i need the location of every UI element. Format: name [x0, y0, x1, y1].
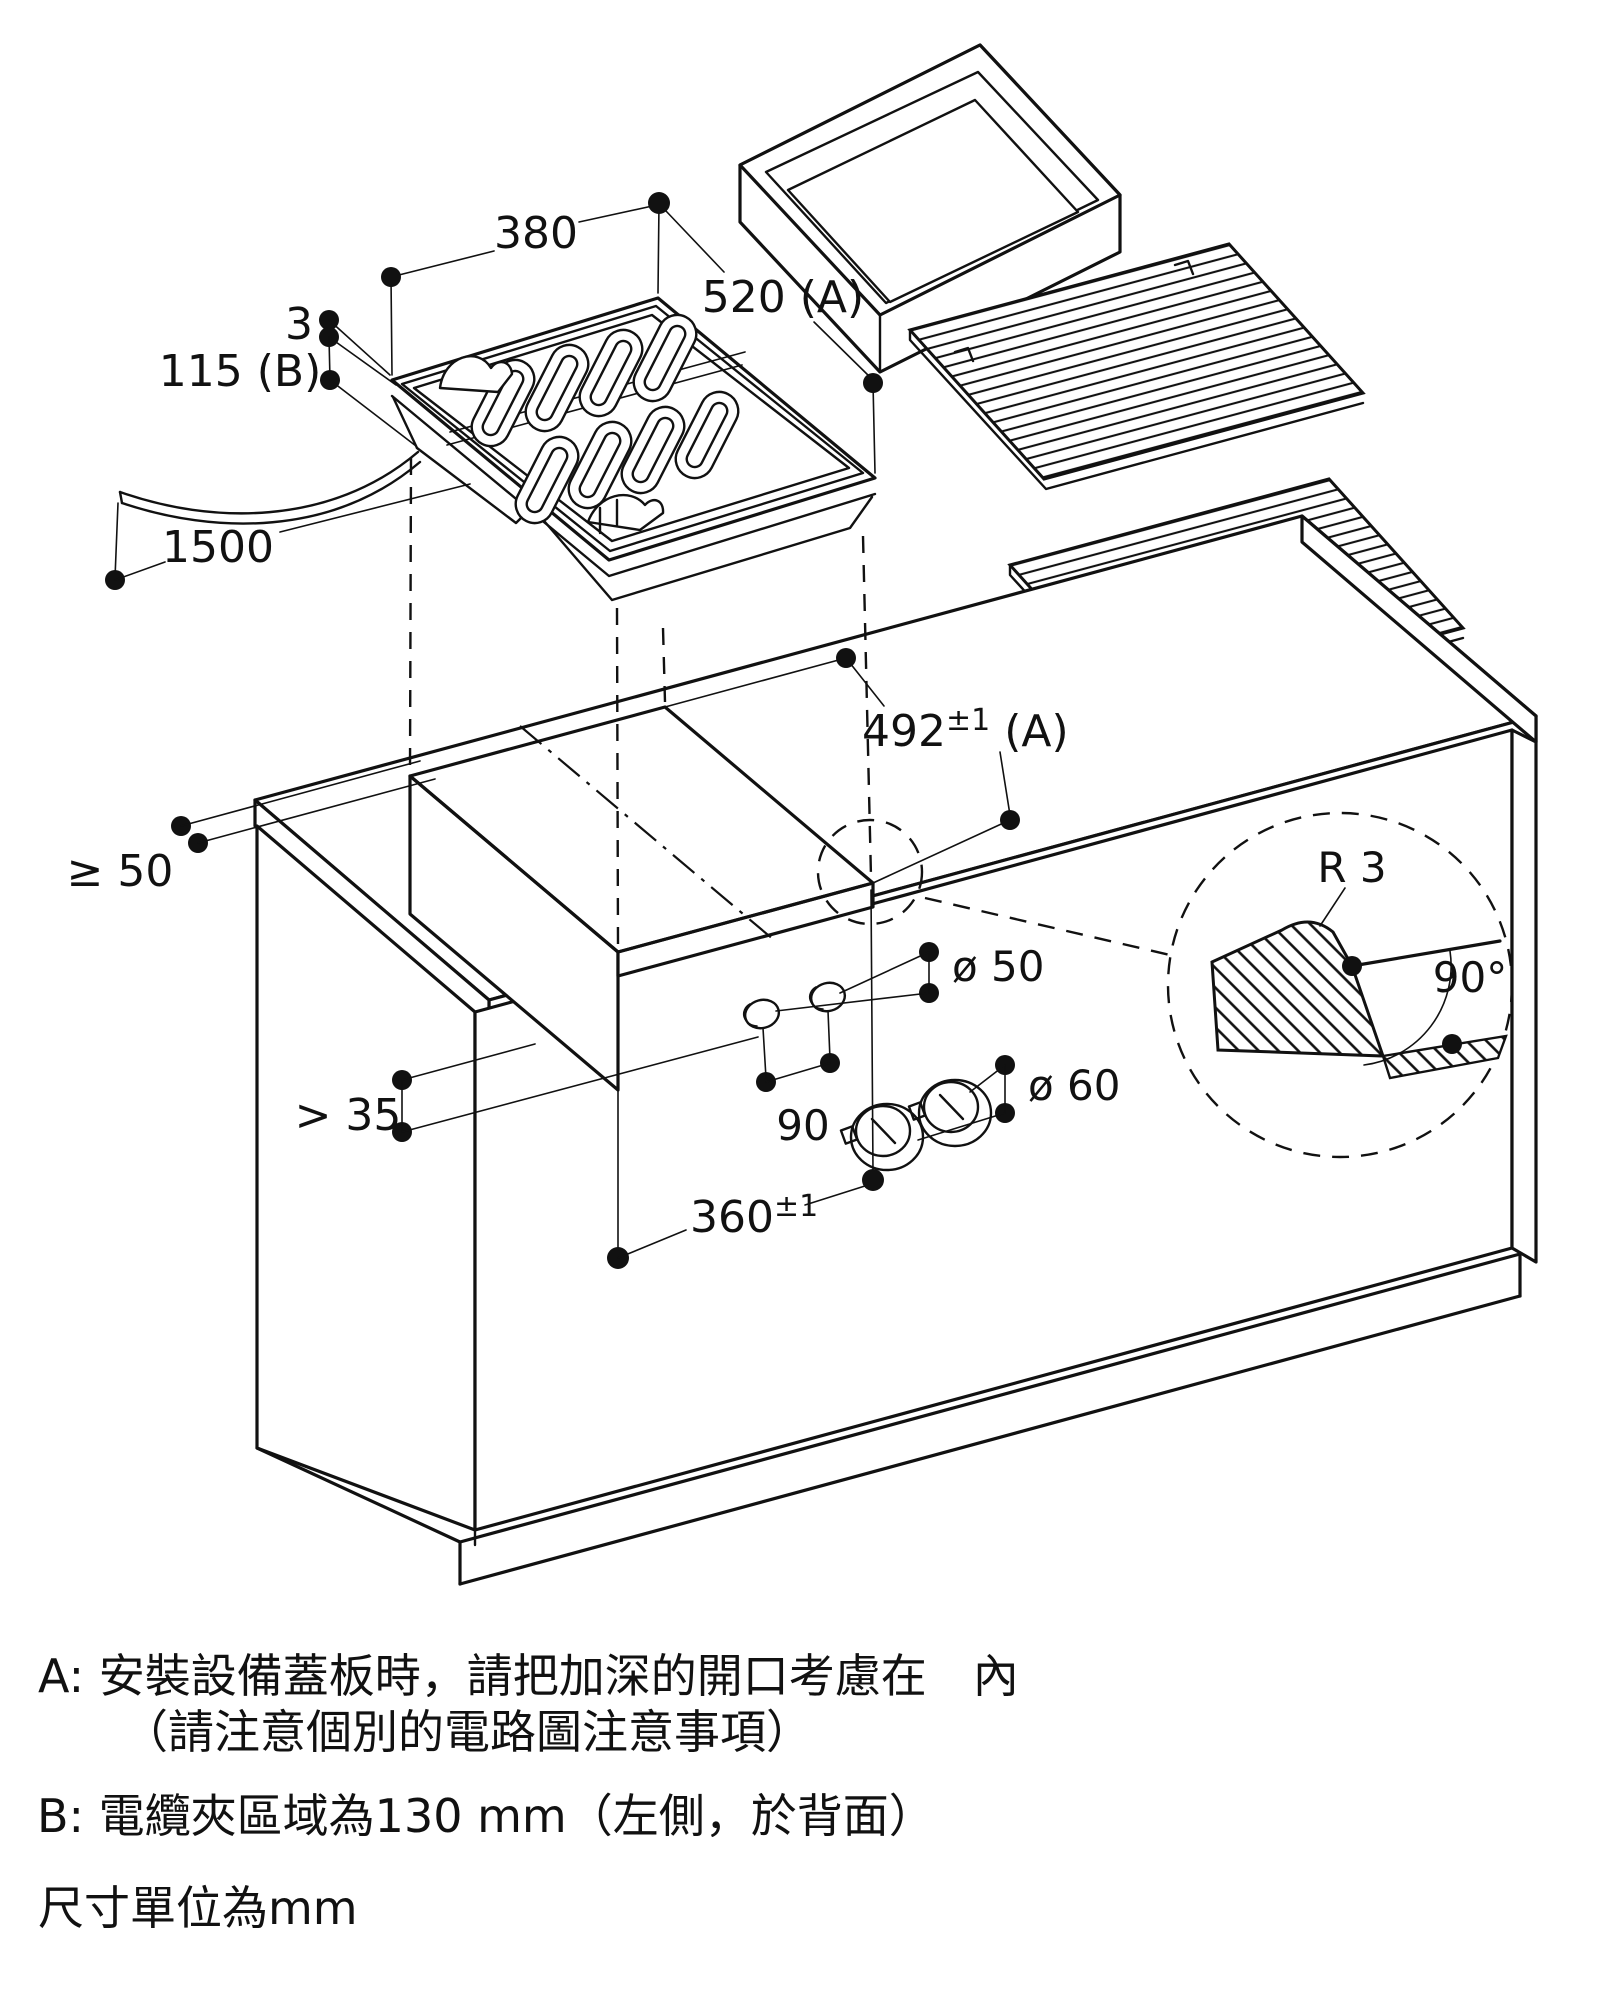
- cabinet-plinth: [255, 1252, 1522, 1586]
- grill-plate-1-notch2: [953, 346, 975, 363]
- dim-cutout-depth-492: 492±1 (A): [664, 648, 1069, 884]
- note-a-line1: A: 安裝設備蓋板時，請把加深的開口考慮在 內: [38, 1649, 1019, 1703]
- dim-50-label: ≥ 50: [67, 846, 174, 897]
- reflector-corner-right: [586, 493, 665, 532]
- dim-492-label: 492±1 (A): [862, 703, 1069, 757]
- radius-label: R 3: [1317, 843, 1386, 892]
- note-b-line: B: 電纜夾區域為130 mm（左側，於背面）: [37, 1789, 935, 1843]
- accessory-tray: [738, 43, 1122, 374]
- dim-width-380: 380: [381, 192, 670, 376]
- dim-front-35: > 35: [295, 1036, 759, 1142]
- detail-dot-2: [1442, 1034, 1462, 1054]
- tray-rim-inner: [764, 70, 1100, 305]
- note-units: 尺寸單位為mm: [38, 1881, 358, 1935]
- dim-flange-3: 3: [285, 299, 397, 386]
- reflector-corner-left: [438, 355, 514, 394]
- hob-unit: [118, 296, 877, 602]
- dim-spacing-90: 90: [756, 1010, 840, 1150]
- note-a-line2: （請注意個別的電路圖注意事項）: [122, 1705, 812, 1759]
- angle-label: 90°: [1433, 953, 1507, 1002]
- detail-connector: [924, 896, 1171, 957]
- notes: A: 安裝設備蓋板時，請把加深的開口考慮在 內 （請注意個別的電路圖注意事項） …: [37, 1649, 1019, 1935]
- tray-cavity: [786, 98, 1080, 304]
- grill-plate-1-surface: [907, 242, 1366, 481]
- dim-hole-60: ø 60: [917, 1055, 1121, 1141]
- knob-right: [907, 1078, 993, 1148]
- dim-35-label: > 35: [295, 1090, 402, 1141]
- detail-angle-arc: [1363, 950, 1452, 1066]
- dim-360-label: 360±1: [690, 1189, 818, 1243]
- dim-depth-520: 520 (A): [665, 210, 883, 474]
- dim-body-115: 115 (B): [159, 336, 417, 447]
- detail-ledge-hatched: [1381, 1034, 1508, 1080]
- cabinet: [253, 514, 1538, 1586]
- cutout-centerline: [519, 725, 775, 941]
- knob-left: [839, 1102, 925, 1172]
- grill-plate-1: [907, 242, 1366, 491]
- power-cable: [118, 450, 422, 525]
- hob-rim-band: [390, 394, 877, 578]
- detail-view: R 3 90°: [816, 811, 1514, 1159]
- control-holes: [742, 981, 993, 1172]
- shaft-hole-2: [808, 981, 847, 1013]
- grill-plate-1-notch: [1173, 259, 1195, 276]
- dim-hole-50: ø 50: [775, 942, 1045, 1012]
- detail-dot-1: [1342, 956, 1362, 976]
- shaft-hole-1: [742, 998, 781, 1030]
- detail-section-hatched: [1210, 920, 1386, 1058]
- dim-115-label: 115 (B): [159, 346, 322, 397]
- dim-o50-label: ø 50: [952, 942, 1045, 991]
- dim-edge-50: ≥ 50: [67, 760, 436, 897]
- detail-top-surface: [1350, 939, 1502, 968]
- grill-plate-1-edge: [908, 328, 1365, 491]
- cabinet-right-face: [1510, 728, 1538, 1264]
- detail-circle: [1166, 811, 1514, 1159]
- detail-source-circle: [816, 818, 924, 926]
- dim-cable-1500: 1500: [105, 483, 471, 590]
- dim-1500-label: 1500: [162, 522, 274, 573]
- hob-body-outline: [415, 446, 874, 602]
- radius-leader: [1319, 887, 1346, 927]
- hob-body-left-edge: [391, 395, 419, 450]
- dim-3-label: 3: [285, 299, 313, 350]
- dim-cutout-width-360: 360±1: [607, 889, 884, 1269]
- projection-lines: [408, 457, 873, 947]
- dim-380-label: 380: [494, 208, 578, 259]
- dim-520-label: 520 (A): [702, 272, 864, 323]
- dim-o60-label: ø 60: [1028, 1061, 1121, 1110]
- dim-90-label: 90: [776, 1101, 829, 1150]
- heating-element: [470, 313, 740, 525]
